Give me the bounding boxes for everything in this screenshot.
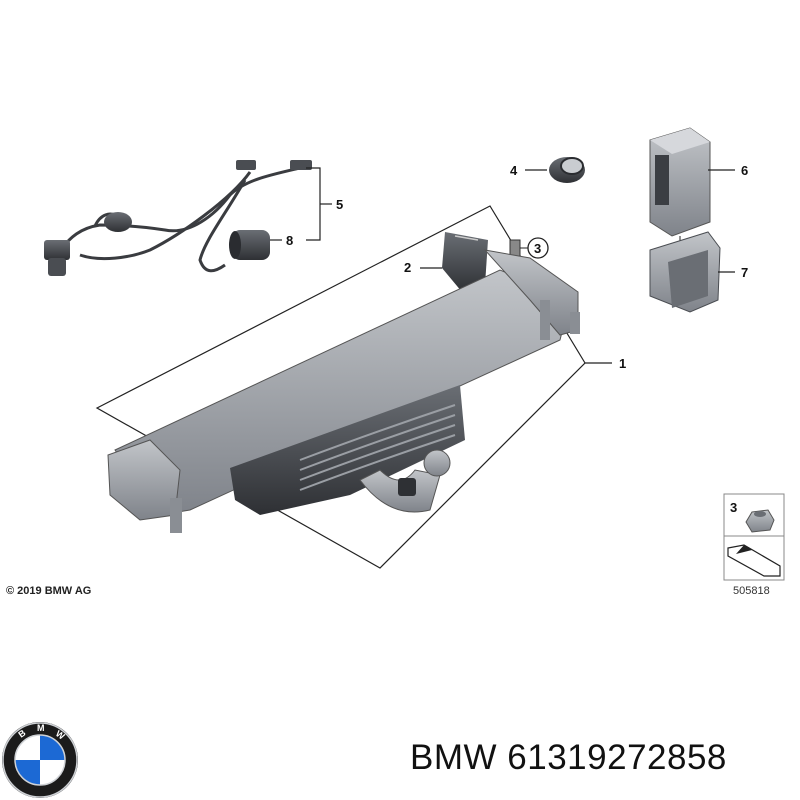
harness-connector-2 [48, 258, 66, 276]
callout-3: 3 [534, 241, 541, 256]
harness-plug [104, 212, 132, 232]
control-module [649, 127, 735, 250]
fastener-inset [723, 493, 785, 581]
part-label: BMW 61319272858 [410, 738, 727, 778]
copyright-text: © 2019 BMW AG [6, 585, 92, 597]
svg-text:M: M [37, 723, 45, 733]
mounting-plate [420, 232, 488, 292]
inset-reference-code: 505818 [733, 585, 770, 597]
power-socket [525, 157, 585, 183]
callout-5: 5 [336, 197, 343, 212]
inset-callout-3: 3 [730, 500, 737, 515]
callout-1: 1 [619, 356, 626, 371]
tow-bar-assembly [107, 249, 612, 533]
callout-2: 2 [404, 260, 411, 275]
callout-7: 7 [741, 265, 748, 280]
module-bracket [649, 231, 735, 313]
harness-end-connector [236, 160, 256, 170]
harness-connector [44, 240, 70, 260]
bmw-roundel-icon: B M W [2, 722, 78, 798]
part-number: 61319272858 [507, 738, 727, 777]
cable-holder [229, 230, 270, 260]
callout-bracket-5-8 [270, 167, 332, 241]
callout-6: 6 [741, 163, 748, 178]
callout-8: 8 [286, 233, 293, 248]
svg-text:B: B [16, 727, 27, 739]
wiring-harness [60, 166, 301, 273]
callout-4: 4 [510, 163, 518, 178]
bolt-marker [509, 237, 549, 261]
brand-name: BMW [410, 738, 498, 777]
